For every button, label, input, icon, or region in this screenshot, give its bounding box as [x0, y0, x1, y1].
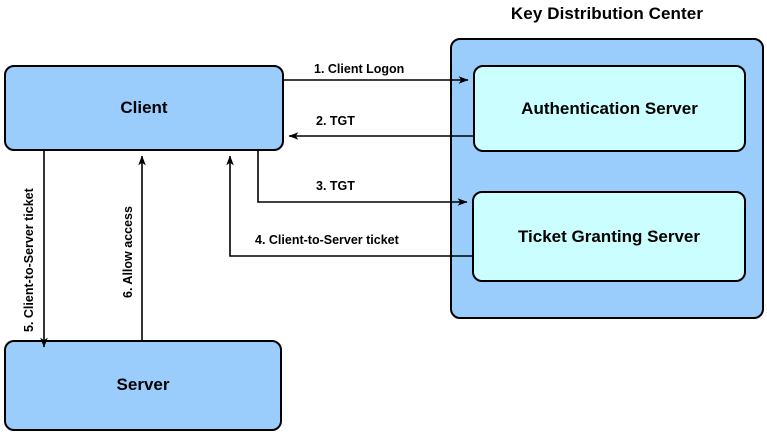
- edge-3-connector: [257, 150, 468, 206]
- node-server-shape: [4, 340, 282, 431]
- edge-4-connector: [226, 155, 473, 257]
- node-authentication-server-shape: [473, 65, 746, 152]
- node-ticket-granting-server-shape: [472, 191, 746, 282]
- node-client-shape: [4, 65, 284, 151]
